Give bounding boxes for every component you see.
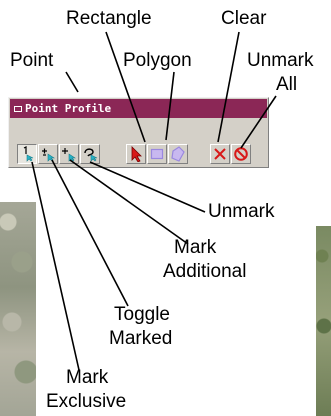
label-unmark: Unmark — [208, 201, 275, 222]
point-profile-window: Point Profile — [8, 97, 269, 168]
unmark-button[interactable] — [80, 144, 100, 164]
label-unmark-all-line2: All — [276, 74, 298, 95]
label-polygon: Polygon — [123, 50, 192, 71]
leader-point — [65, 71, 79, 93]
label-mark-exclusive-line1: Mark — [66, 367, 109, 388]
unmark-icon — [84, 148, 98, 162]
label-toggle-marked-line1: Toggle — [114, 304, 170, 325]
window-menu-icon[interactable] — [14, 105, 22, 112]
label-clear: Clear — [221, 8, 267, 29]
rectangle-button[interactable] — [147, 144, 167, 164]
leader-mark-exclusive — [31, 161, 80, 371]
polygon-button[interactable] — [168, 144, 188, 164]
leader-unmark — [89, 161, 206, 213]
leader-mark-additional — [69, 159, 189, 245]
aerial-photo-left — [0, 202, 36, 416]
label-unmark-all-line1: Unmark — [247, 50, 314, 71]
label-mark-additional-line2: Additional — [163, 261, 247, 282]
window-title: Point Profile — [25, 102, 112, 115]
rectangle-icon — [150, 148, 164, 160]
unmark-all-button[interactable] — [231, 144, 251, 164]
label-toggle-marked-line2: Marked — [109, 328, 173, 349]
clear-x-icon — [214, 148, 226, 160]
window-titlebar[interactable]: Point Profile — [10, 99, 267, 118]
no-sign-icon — [234, 147, 248, 161]
leader-toggle-marked — [51, 159, 129, 307]
label-mark-additional-line1: Mark — [174, 237, 217, 258]
point-arrow-icon — [131, 146, 142, 162]
polygon-icon — [171, 146, 185, 162]
clear-button[interactable] — [210, 144, 230, 164]
label-point: Point — [10, 50, 54, 71]
toggle-marked-icon — [42, 148, 55, 162]
mark-exclusive-icon — [23, 146, 34, 162]
toggle-marked-button[interactable] — [38, 144, 58, 164]
label-mark-exclusive-line2: Exclusive — [46, 391, 127, 412]
point-button[interactable] — [126, 144, 146, 164]
mark-exclusive-button[interactable] — [17, 144, 37, 164]
aerial-photo-right — [316, 226, 331, 416]
mark-additional-icon — [62, 148, 76, 162]
label-rectangle: Rectangle — [66, 8, 152, 29]
mark-additional-button[interactable] — [59, 144, 79, 164]
